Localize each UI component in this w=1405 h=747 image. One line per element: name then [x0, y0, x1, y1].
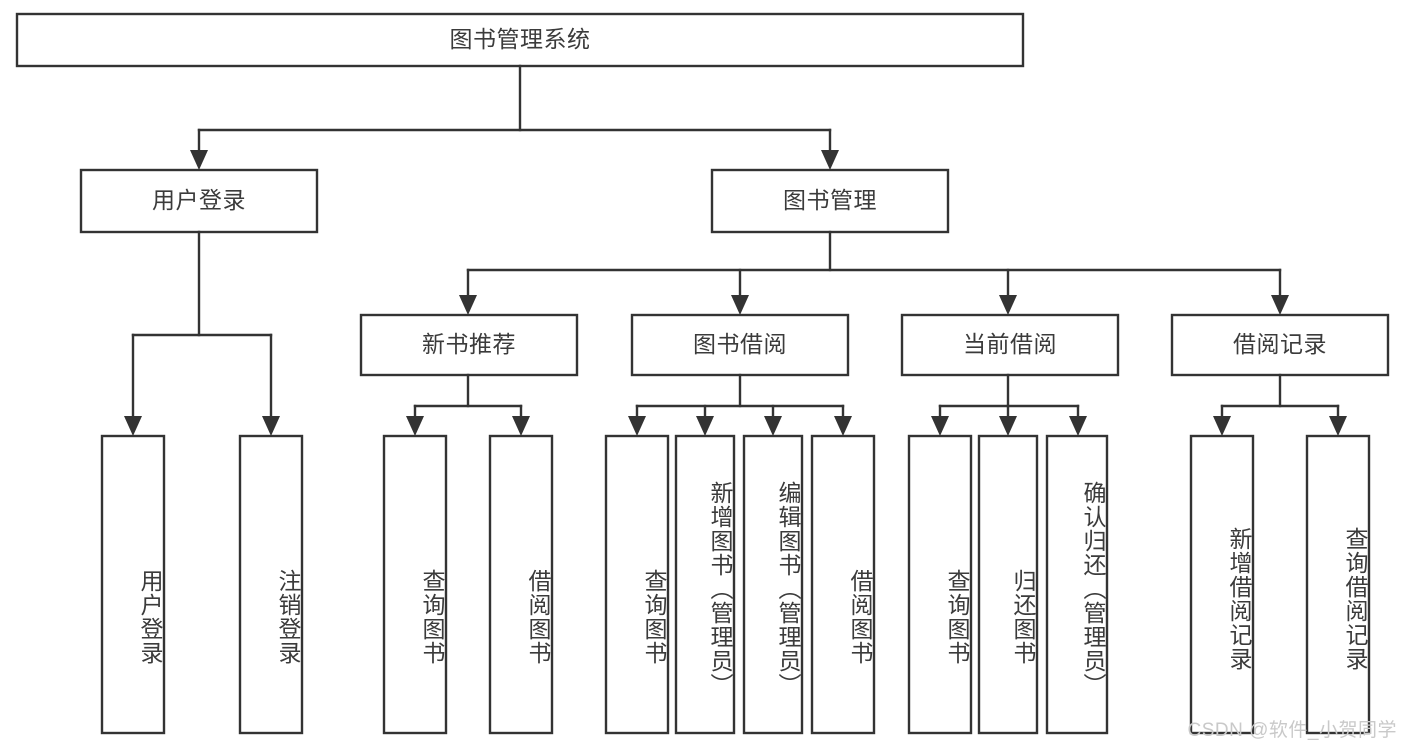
- arrow-nbr-to-borrow-book: [512, 416, 530, 436]
- arrow-bb-to-query-book: [628, 416, 646, 436]
- arrow-nbr-to-query-book: [406, 416, 424, 436]
- arrow-root-to-book-manage: [821, 150, 839, 170]
- node-box-leaf-query-record[interactable]: [1305, 434, 1371, 735]
- node-box-leaf-edit-book[interactable]: [742, 434, 804, 735]
- node-box-leaf-confirm-return[interactable]: [1045, 434, 1109, 735]
- arrow-bb-to-edit-book: [764, 416, 782, 436]
- arrow-bm-to-book-borrow: [731, 295, 749, 315]
- node-box-leaf-return-book[interactable]: [977, 434, 1039, 735]
- arrow-user-login-to-leaf-logout: [262, 416, 280, 436]
- arrow-user-login-to-leaf-login: [124, 416, 142, 436]
- node-box-book-manage[interactable]: [710, 168, 950, 234]
- arrow-cb-to-return-book: [999, 416, 1017, 436]
- node-box-current-borrow[interactable]: [900, 313, 1120, 377]
- arrow-root-to-user-login: [190, 150, 208, 170]
- node-box-root[interactable]: [15, 12, 1025, 68]
- node-box-leaf-query-book-1[interactable]: [382, 434, 448, 735]
- arrow-bm-to-new-book-recommend: [459, 295, 477, 315]
- arrow-bb-to-add-book: [696, 416, 714, 436]
- node-box-leaf-add-book[interactable]: [674, 434, 736, 735]
- node-box-book-borrow[interactable]: [630, 313, 850, 377]
- node-box-leaf-user-login[interactable]: [100, 434, 166, 735]
- node-box-leaf-query-book-2[interactable]: [604, 434, 670, 735]
- arrow-bm-to-borrow-record: [1271, 295, 1289, 315]
- arrow-cb-to-query-book: [931, 416, 949, 436]
- arrow-br-to-add-record: [1213, 416, 1231, 436]
- node-box-borrow-record[interactable]: [1170, 313, 1390, 377]
- node-box-leaf-add-record[interactable]: [1189, 434, 1255, 735]
- node-box-leaf-borrow-book-2[interactable]: [810, 434, 876, 735]
- node-box-leaf-borrow-book-1[interactable]: [488, 434, 554, 735]
- arrow-cb-to-confirm-return: [1069, 416, 1087, 436]
- arrow-bb-to-borrow-book: [834, 416, 852, 436]
- node-box-new-book-recommend[interactable]: [359, 313, 579, 377]
- node-box-leaf-user-logout[interactable]: [238, 434, 304, 735]
- arrow-br-to-query-record: [1329, 416, 1347, 436]
- node-box-user-login[interactable]: [79, 168, 319, 234]
- arrow-bm-to-current-borrow: [999, 295, 1017, 315]
- node-box-leaf-query-book-3[interactable]: [907, 434, 973, 735]
